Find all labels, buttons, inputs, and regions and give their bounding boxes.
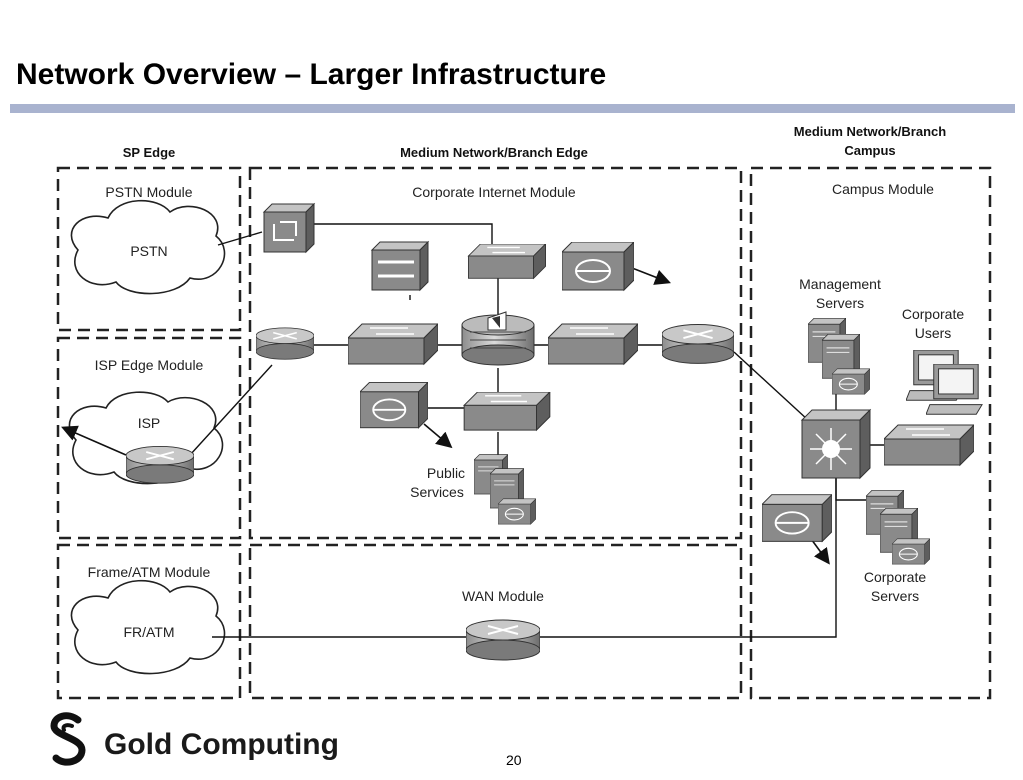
corp-switch-left-icon bbox=[348, 323, 438, 365]
public-services-label-2: Services bbox=[410, 484, 464, 500]
public-services-switch-icon bbox=[463, 392, 551, 431]
header-campus-line1: Medium Network/Branch bbox=[794, 124, 946, 139]
page-title: Network Overview – Larger Infrastructure bbox=[16, 58, 607, 91]
mgmt-servers-label-1: Management bbox=[799, 276, 881, 292]
wan-router-icon bbox=[466, 618, 540, 662]
pstn-cloud bbox=[70, 199, 226, 295]
header-branch-edge: Medium Network/Branch Edge bbox=[400, 145, 588, 160]
link-pstn-to-access-server bbox=[217, 231, 263, 246]
corporate-internet-module-box bbox=[248, 166, 743, 540]
isp-edge-module-label: ISP Edge Module bbox=[95, 357, 204, 373]
access-server-icon bbox=[262, 202, 316, 254]
public-server-3-icon bbox=[498, 498, 536, 525]
arrow-public-box bbox=[423, 423, 453, 449]
corp-users-label-2: Users bbox=[915, 325, 952, 341]
campus-ids-box-icon bbox=[762, 494, 832, 543]
footer-brand: Gold Computing bbox=[104, 728, 339, 761]
corp-servers-label-2: Servers bbox=[871, 588, 919, 604]
edge-router-icon bbox=[256, 326, 314, 361]
corp-servers-label-1: Corporate bbox=[864, 569, 926, 585]
link-fr-atm-to-core bbox=[212, 470, 837, 638]
gold-computing-s-logo-icon bbox=[50, 712, 86, 766]
users-switch-icon bbox=[884, 424, 974, 466]
link-access-server-to-switch bbox=[308, 223, 493, 248]
firewall-icon bbox=[461, 311, 535, 366]
content-switch-icon bbox=[370, 240, 430, 292]
public-services-label-1: Public bbox=[427, 465, 465, 481]
pstn-cloud-label: PSTN bbox=[130, 243, 167, 259]
arrow-vpn-outbound bbox=[631, 267, 671, 285]
frame-atm-module-box bbox=[56, 543, 242, 700]
core-switch-icon bbox=[800, 408, 872, 480]
title-divider bbox=[10, 104, 1015, 113]
isp-cloud-label: ISP bbox=[138, 415, 161, 431]
internet-router-icon bbox=[662, 323, 734, 365]
arrow-isp-outbound bbox=[61, 425, 127, 456]
isp-router-icon bbox=[126, 445, 194, 485]
fr-atm-cloud-label: FR/ATM bbox=[123, 624, 174, 640]
wan-module-label: WAN Module bbox=[462, 588, 544, 604]
corp-server-3-icon bbox=[892, 538, 930, 565]
campus-module-box bbox=[749, 166, 992, 700]
header-campus-line2: Campus bbox=[844, 143, 895, 158]
corp-users-label-1: Corporate bbox=[902, 306, 964, 322]
header-sp-edge: SP Edge bbox=[123, 145, 176, 160]
link-core-to-corp-servers bbox=[835, 478, 872, 501]
vpn-concentrator-icon bbox=[562, 242, 634, 291]
link-edge-router-to-isp-router bbox=[189, 364, 273, 456]
fr-atm-cloud bbox=[70, 579, 226, 675]
public-ids-box-icon bbox=[360, 382, 428, 429]
campus-module-label: Campus Module bbox=[832, 181, 934, 197]
corporate-internet-module-label: Corporate Internet Module bbox=[412, 184, 576, 200]
link-router-to-core-switch bbox=[733, 351, 809, 421]
frame-atm-module-label: Frame/ATM Module bbox=[88, 564, 211, 580]
page-number: 20 bbox=[506, 752, 522, 768]
corp-switch-top-icon bbox=[467, 244, 547, 280]
mgmt-servers-label-2: Servers bbox=[816, 295, 864, 311]
corp-user-pc-2-icon bbox=[926, 364, 983, 415]
pstn-module-label: PSTN Module bbox=[105, 184, 192, 200]
mgmt-server-3-icon bbox=[832, 368, 870, 395]
corp-switch-right-icon bbox=[548, 323, 638, 365]
